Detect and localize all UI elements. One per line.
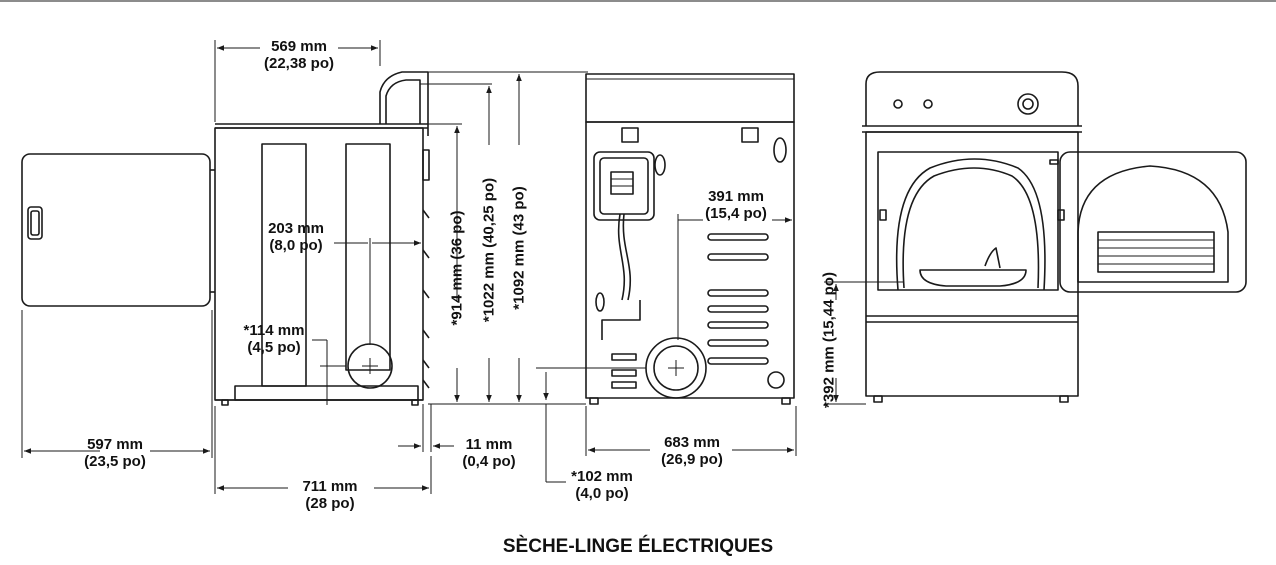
lint-screen [1097,231,1215,273]
dim-width: 683 mm(26,9 po) [661,434,723,468]
dim-door-opening-height: *392 mm (15,44 po) [820,272,838,408]
front-console [865,71,1079,126]
dim-side-vent-height: *114 mm(4,5 po) [243,322,305,356]
dim-door-offset: 203 mm(8,0 po) [268,220,324,254]
dim-height-914: *914 mm (36 po) [448,210,466,326]
dim-rear-vent-offset: 391 mm(15,4 po) [705,188,767,222]
front-door [1059,151,1247,293]
dim-height-1092: *1092 mm (43 po) [510,186,528,310]
diagram-title: SÈCHE-LINGE ÉLECTRIQUES [502,536,774,557]
side-cabinet [214,127,424,401]
dim-rear-vent-height: *102 mm(4,0 po) [571,468,633,502]
rear-cabinet [585,121,795,399]
rear-view [585,73,795,405]
front-view [862,71,1247,403]
side-console [379,71,429,124]
front-cabinet [865,131,1079,397]
side-door [21,153,211,307]
drum-opening [877,151,1059,291]
dim-top-depth: 569 mm(22,38 po) [263,38,335,72]
timer-knob [1017,93,1039,115]
rear-console [585,73,795,123]
side-view [21,71,430,406]
door-handle [27,206,43,240]
dim-depth: 711 mm(28 po) [302,478,358,512]
dim-height-1022: *1022 mm (40,25 po) [480,177,498,323]
dim-side-gap: 11 mm(0,4 po) [462,436,516,470]
dim-door-swing: 597 mm(23,5 po) [84,436,146,470]
